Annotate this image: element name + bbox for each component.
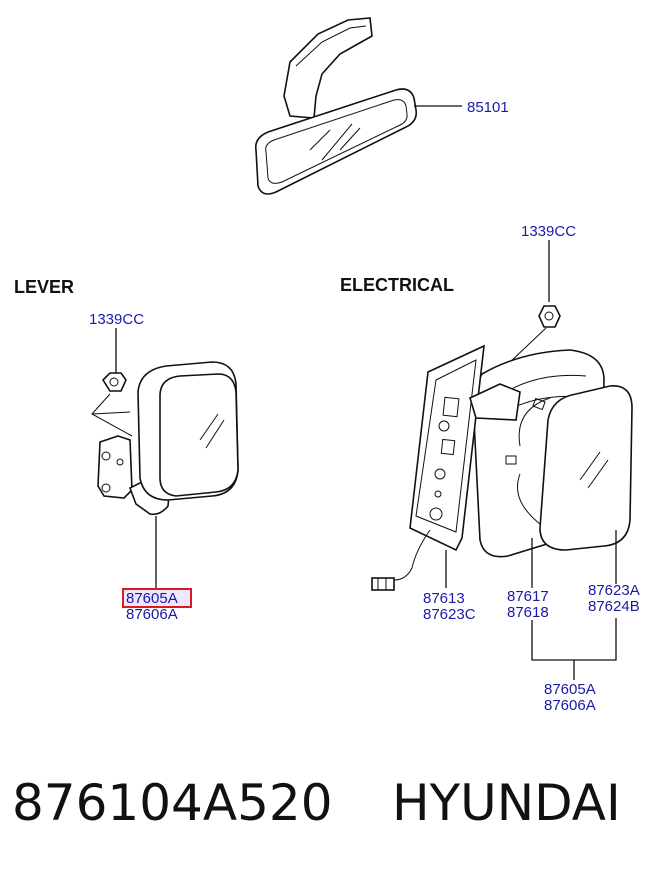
highlight-box <box>122 588 192 608</box>
lever-mirror-glass <box>159 373 239 497</box>
part-label-1339cc-right[interactable]: 1339CC <box>521 223 576 240</box>
wire-connector <box>371 577 395 591</box>
footer-part-number: 876104A520 <box>12 774 333 832</box>
part-label-85101[interactable]: 85101 <box>467 99 509 116</box>
part-label-87623c[interactable]: 87623C <box>423 606 476 623</box>
rearview-mirror <box>254 17 462 195</box>
part-label-87624b[interactable]: 87624B <box>588 598 640 615</box>
wire-harness <box>393 529 431 581</box>
nut-right <box>538 305 561 328</box>
nut-left <box>101 372 127 392</box>
electrical-base-plate <box>409 344 485 552</box>
part-label-87606a-right[interactable]: 87606A <box>544 697 596 714</box>
part-label-87605a-right[interactable]: 87605A <box>544 681 596 698</box>
electrical-mirror-assembly <box>371 240 633 680</box>
lever-bracket <box>97 435 133 499</box>
part-label-87605a-left[interactable]: 87605A <box>126 590 178 607</box>
part-label-1339cc-left[interactable]: 1339CC <box>89 311 144 328</box>
group-bracket <box>531 618 617 680</box>
electrical-mirror-glass <box>539 385 633 551</box>
part-label-87613[interactable]: 87613 <box>423 590 465 607</box>
part-label-87606a-left[interactable]: 87606A <box>126 606 178 623</box>
part-label-87618[interactable]: 87618 <box>507 604 549 621</box>
part-label-87623a[interactable]: 87623A <box>588 582 640 599</box>
part-label-87617[interactable]: 87617 <box>507 588 549 605</box>
section-label-lever: LEVER <box>14 277 74 297</box>
lever-mirror-assembly <box>91 328 239 588</box>
section-label-electrical: ELECTRICAL <box>340 275 454 295</box>
footer-brand: HYUNDAI <box>392 774 621 832</box>
